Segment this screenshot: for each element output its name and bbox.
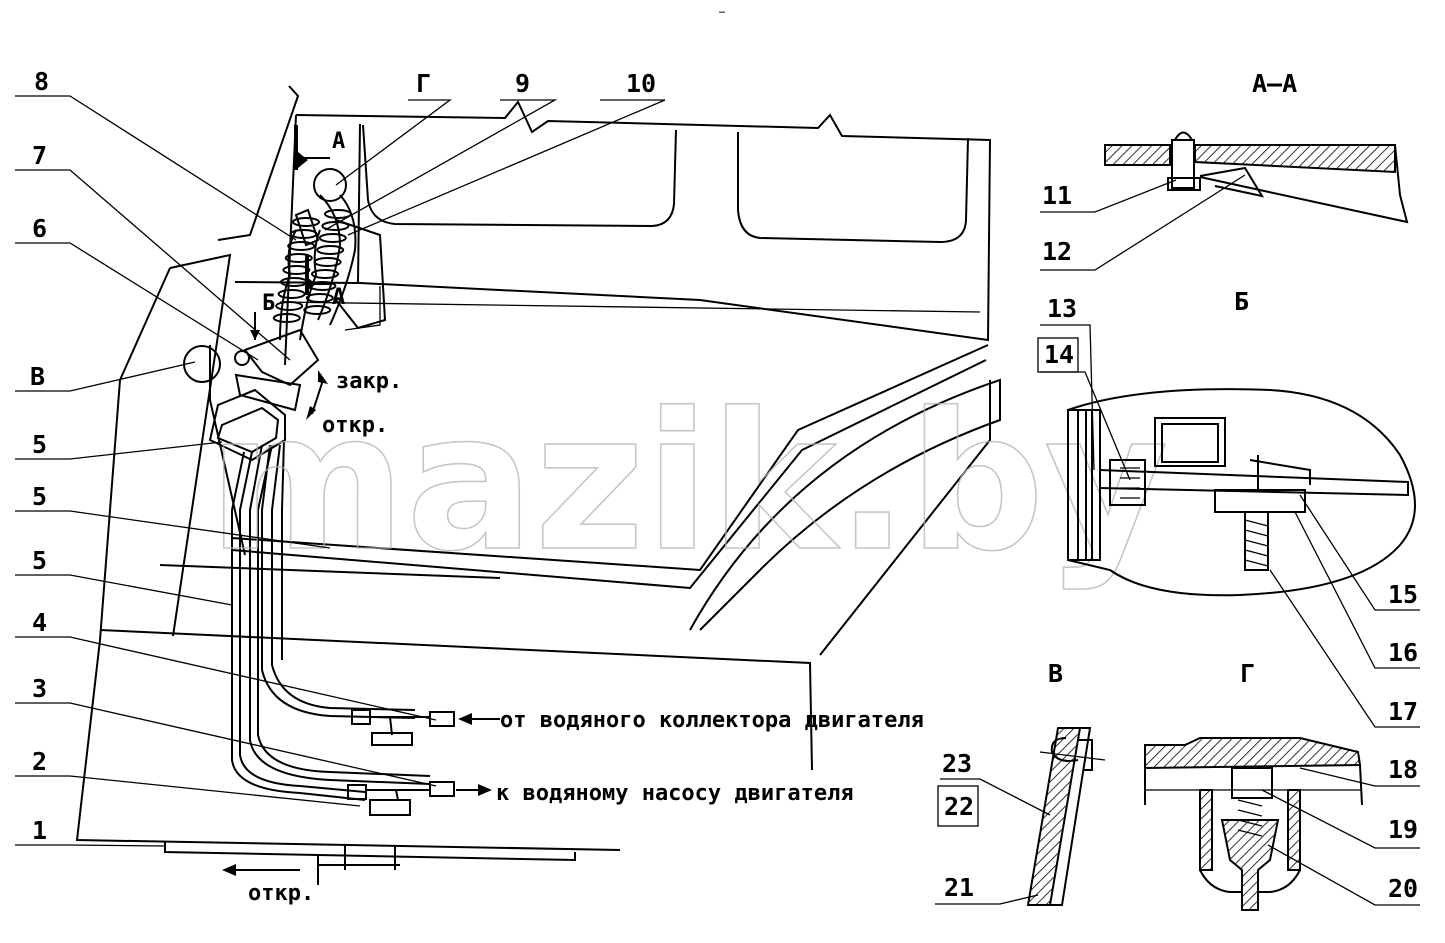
callout-7: 6 (32, 214, 47, 243)
callout-17: 16 (1388, 638, 1418, 667)
section-b-mark: Б (262, 291, 275, 316)
callout-16: 15 (1388, 580, 1418, 609)
cab-body-outline (75, 85, 1001, 885)
close-label: закр. (336, 369, 402, 394)
from-collector-label: от водяного коллектора двигателя (500, 708, 924, 733)
callout-14: 13 (1047, 294, 1077, 323)
left-callouts: 8 7 6 В 5 5 5 4 3 2 1 (15, 67, 437, 847)
view-b: Б 13 14 15 16 17 (1037, 287, 1420, 728)
callout-8: 7 (32, 141, 47, 170)
flow-labels: от водяного коллектора двигателя к водян… (222, 708, 924, 906)
bellows-ring (313, 257, 342, 267)
bellows-ring (303, 305, 332, 315)
callout-13: 12 (1042, 237, 1072, 266)
callout-6: 5 (32, 430, 47, 459)
callout-10: 9 (515, 69, 530, 98)
bellows-ring (275, 301, 304, 311)
section-a-bottom-mark: А (332, 285, 345, 310)
callout-21: 20 (1388, 874, 1418, 903)
bellows-ring (272, 313, 301, 323)
callout-18: 17 (1388, 697, 1418, 726)
section-a-top-mark: А (332, 129, 345, 154)
view-aa-title: А–А (1252, 69, 1297, 98)
view-aa: А–А 11 12 (1040, 69, 1409, 271)
view-v: В 23 22 21 (935, 659, 1106, 906)
callout-v: В (30, 362, 45, 391)
bellows-ring (284, 253, 313, 263)
callout-3: 3 (32, 674, 47, 703)
open-bottom-label: откр. (248, 881, 314, 906)
view-v-title: В (1048, 659, 1063, 688)
view-g-title: Г (1240, 659, 1255, 688)
callout-11: 10 (626, 69, 656, 98)
callout-1: 1 (32, 816, 47, 845)
hose-assembly (208, 168, 387, 462)
site-mark: … (719, 5, 725, 16)
bellows-ring (292, 217, 320, 227)
callout-5a: 5 (32, 482, 47, 511)
callout-g: Г (416, 69, 431, 98)
bellows-ring (318, 233, 347, 243)
section-a-marks: А А Б (250, 125, 345, 340)
callout-19: 18 (1388, 755, 1418, 784)
bellows-ring (277, 289, 306, 299)
view-b-title: Б (1234, 287, 1249, 316)
callout-12: 11 (1042, 181, 1072, 210)
valve-direction-arrows: закр. откр. (306, 369, 402, 438)
callout-22: 21 (944, 873, 974, 902)
callout-2: 2 (32, 747, 47, 776)
callout-24: 23 (942, 749, 972, 778)
bellows-ring (287, 241, 316, 251)
view-g: Г 18 19 20 (1144, 659, 1420, 911)
bellows-ring (305, 293, 334, 303)
callout-9: 8 (34, 67, 49, 96)
bellows-ring (324, 209, 352, 219)
to-pump-label: к водяному насосу двигателя (496, 781, 854, 806)
bellows-ring (311, 269, 339, 279)
bellows-ring (321, 221, 350, 231)
bellows-ring (316, 245, 345, 255)
callout-23: 22 (944, 792, 974, 821)
callout-5b: 5 (32, 546, 47, 575)
bellows-ring (289, 229, 318, 239)
callout-4: 4 (32, 608, 47, 637)
pipe-lines (231, 439, 455, 816)
bellows-ring (282, 265, 311, 275)
callout-15: 14 (1044, 340, 1074, 369)
watermark: mazik.by (208, 372, 1168, 593)
callout-20: 19 (1388, 815, 1418, 844)
top-callouts: Г 9 10 (324, 69, 666, 236)
open-valve-label: откр. (322, 413, 388, 438)
